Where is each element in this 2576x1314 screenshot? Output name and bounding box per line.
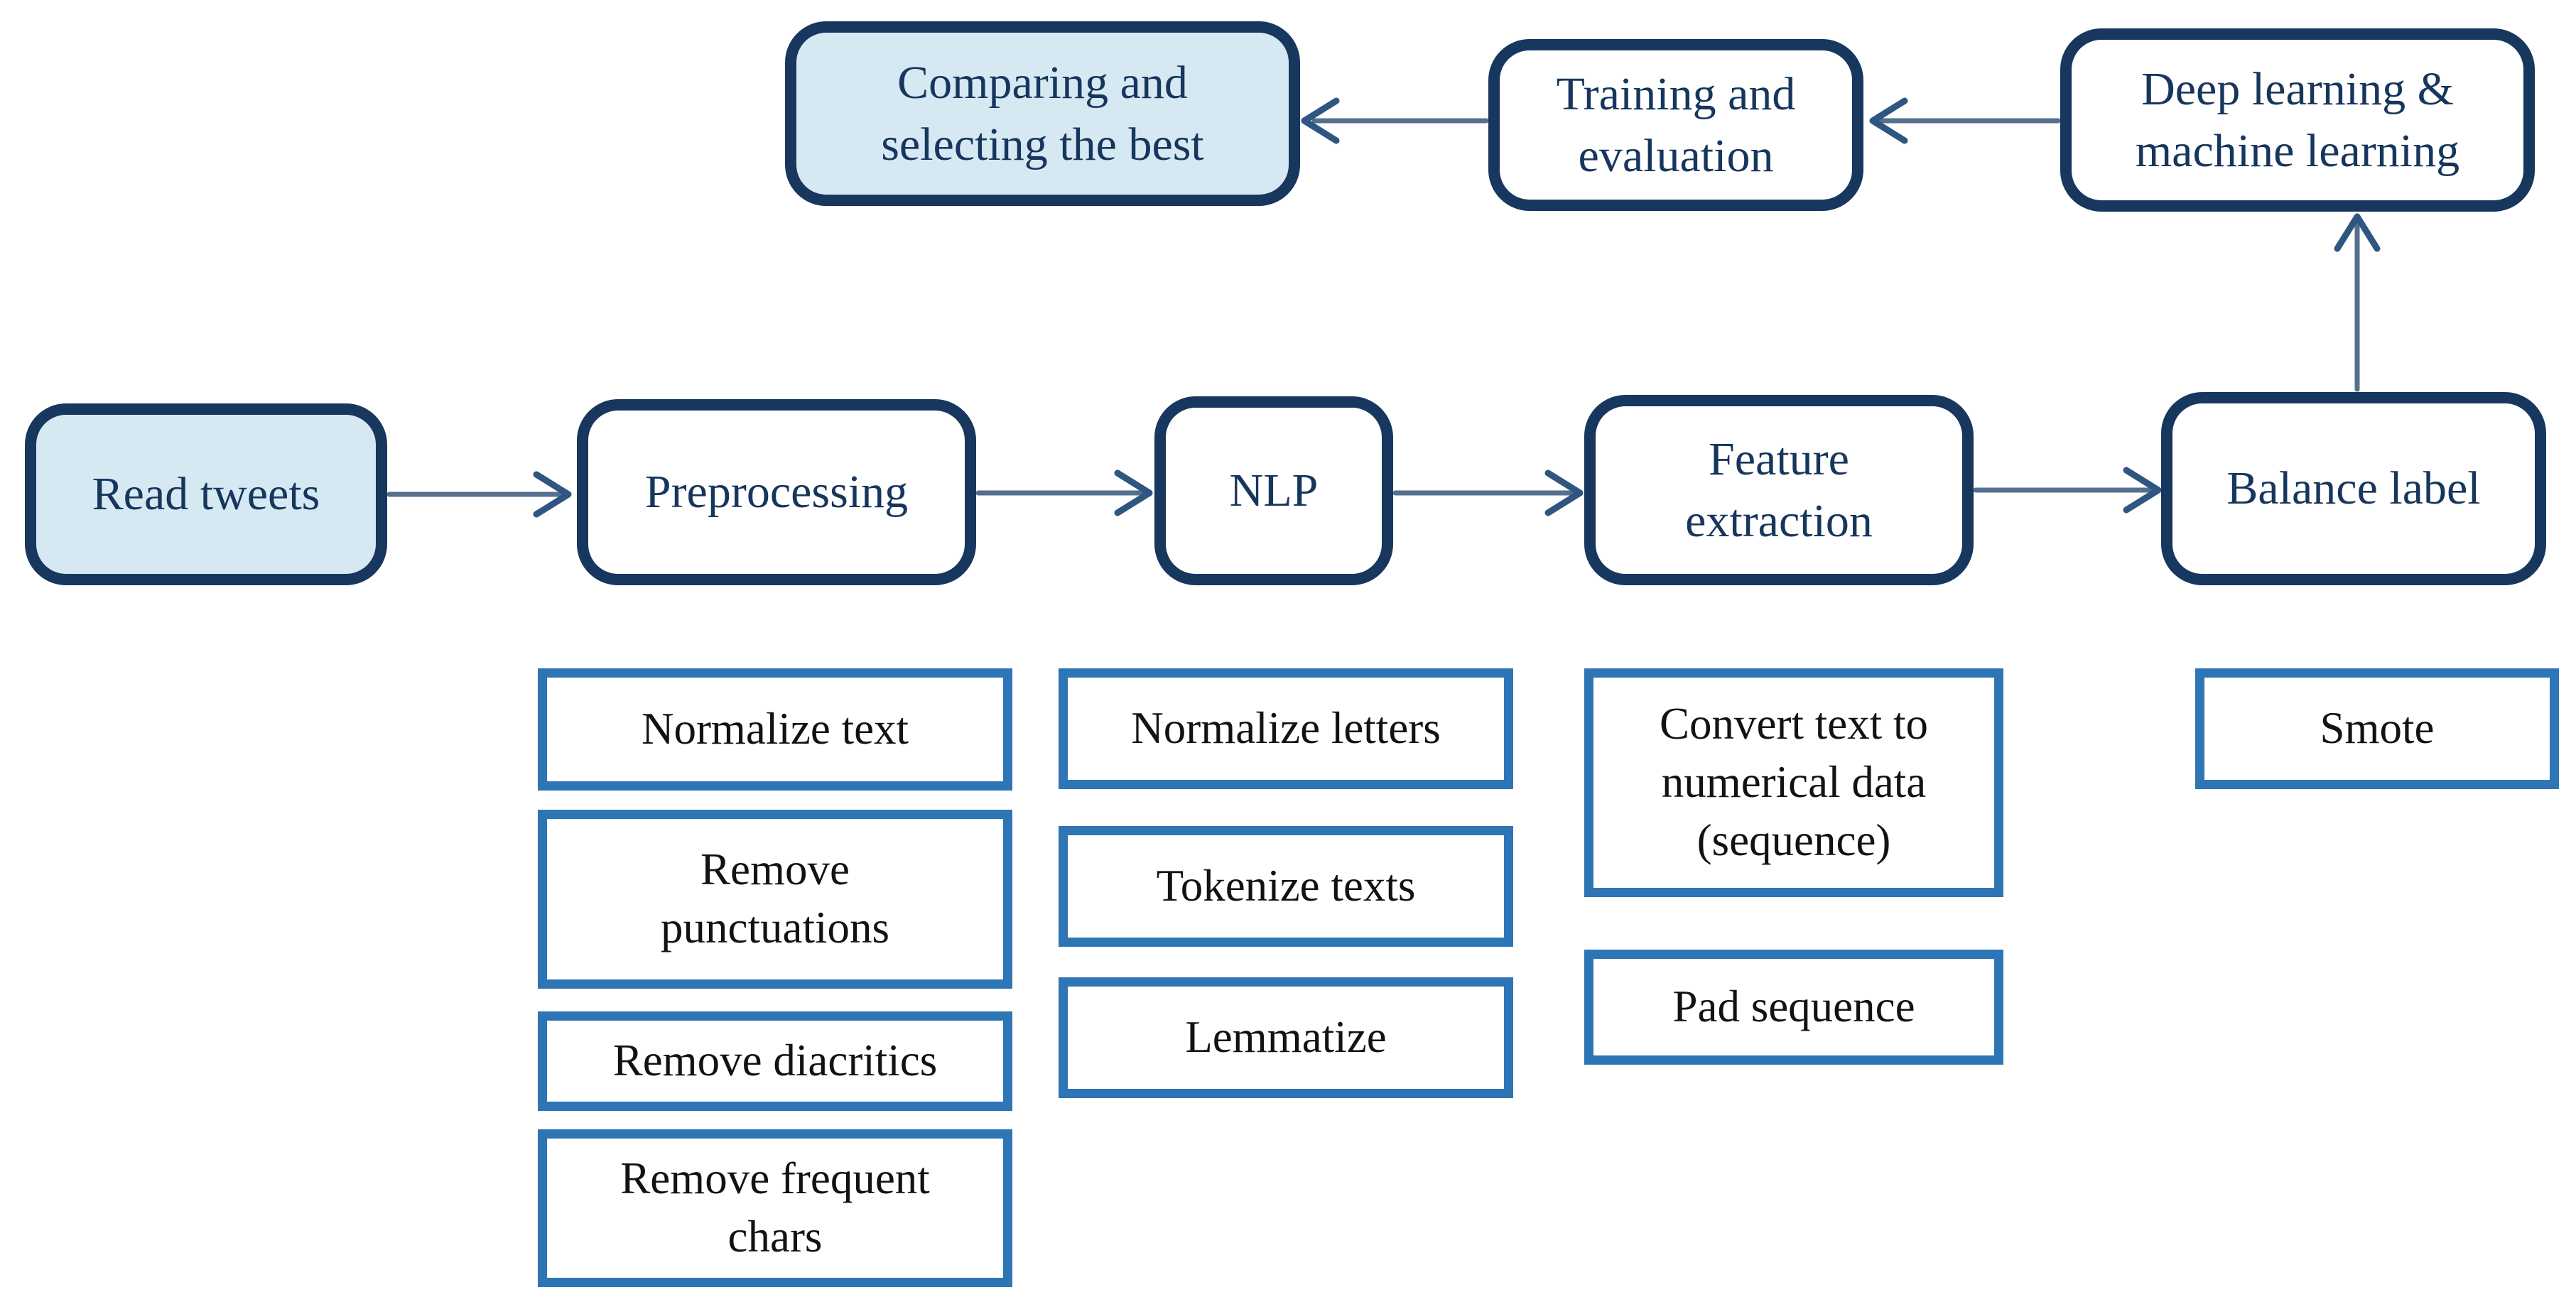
arrow-nlp-to-feature-extraction bbox=[1392, 469, 1584, 516]
step-lemmatize: Lemmatize bbox=[1059, 977, 1513, 1098]
step-remove-punctuations-label: Remove punctuations bbox=[661, 845, 889, 952]
node-nlp-label: NLP bbox=[1229, 465, 1319, 517]
step-remove-frequent-chars: Remove frequent chars bbox=[538, 1129, 1012, 1287]
step-convert-text-numerical-label: Convert text to numerical data (sequence… bbox=[1660, 699, 1928, 865]
step-convert-text-numerical: Convert text to numerical data (sequence… bbox=[1584, 668, 2003, 897]
node-read-tweets: Read tweets bbox=[25, 403, 387, 585]
arrow-read-tweets-to-preprocessing bbox=[386, 471, 572, 518]
step-pad-sequence: Pad sequence bbox=[1584, 950, 2003, 1065]
step-remove-punctuations: Remove punctuations bbox=[538, 810, 1012, 989]
node-preprocessing-label: Preprocessing bbox=[644, 466, 909, 518]
node-comparing-selecting-label: Comparing and selecting the best bbox=[881, 56, 1204, 170]
step-remove-frequent-chars-label: Remove frequent chars bbox=[620, 1153, 930, 1261]
node-comparing-selecting: Comparing and selecting the best bbox=[785, 21, 1300, 206]
arrow-preprocessing-to-nlp bbox=[975, 469, 1153, 516]
step-tokenize-texts-label: Tokenize texts bbox=[1156, 861, 1416, 911]
node-read-tweets-label: Read tweets bbox=[92, 468, 320, 521]
node-training-evaluation: Training and evaluation bbox=[1488, 39, 1863, 211]
node-training-evaluation-label: Training and evaluation bbox=[1556, 67, 1796, 182]
step-normalize-text: Normalize text bbox=[538, 668, 1012, 791]
arrow-feature-extraction-to-balance-label bbox=[1973, 467, 2162, 514]
node-deep-machine-learning-label: Deep learning & machine learning bbox=[2135, 63, 2460, 177]
step-normalize-letters: Normalize letters bbox=[1059, 668, 1513, 789]
step-tokenize-texts: Tokenize texts bbox=[1059, 826, 1513, 947]
step-lemmatize-label: Lemmatize bbox=[1185, 1012, 1387, 1063]
step-normalize-text-label: Normalize text bbox=[641, 704, 909, 754]
node-feature-extraction: Feature extraction bbox=[1584, 395, 1974, 585]
step-remove-diacritics: Remove diacritics bbox=[538, 1011, 1012, 1111]
arrow-balance-label-to-deep-learning bbox=[2334, 213, 2381, 392]
node-balance-label: Balance label bbox=[2161, 392, 2546, 585]
step-smote: Smote bbox=[2195, 668, 2559, 789]
node-feature-extraction-label: Feature extraction bbox=[1685, 433, 1873, 547]
node-deep-machine-learning: Deep learning & machine learning bbox=[2060, 28, 2535, 212]
arrow-training-to-comparing bbox=[1301, 97, 1489, 144]
arrow-deep-learning-to-training bbox=[1869, 97, 2061, 144]
step-remove-diacritics-label: Remove diacritics bbox=[612, 1036, 938, 1086]
node-preprocessing: Preprocessing bbox=[577, 399, 976, 585]
step-pad-sequence-label: Pad sequence bbox=[1672, 982, 1915, 1032]
node-balance-label-label: Balance label bbox=[2226, 462, 2481, 515]
step-normalize-letters-label: Normalize letters bbox=[1131, 703, 1441, 754]
step-smote-label: Smote bbox=[2320, 703, 2435, 754]
node-nlp: NLP bbox=[1154, 396, 1393, 585]
